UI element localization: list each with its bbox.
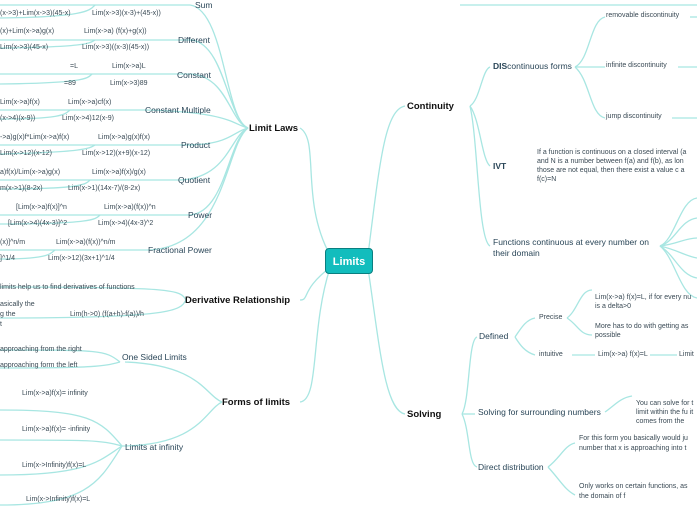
- law-quotient[interactable]: Quotient: [178, 175, 211, 185]
- constant-multiple-formula-left[interactable]: Lim(x->a)f(x): [0, 99, 40, 106]
- different-formula-left[interactable]: (x)+Lim(x->a)g(x): [0, 28, 55, 35]
- fractional-power-example-left[interactable]: ]^1/4: [0, 255, 15, 262]
- branch-continuity[interactable]: Continuity: [407, 101, 454, 112]
- precise-note[interactable]: More has to do with getting as possible: [595, 323, 689, 339]
- ivt-node[interactable]: IVT: [493, 161, 507, 171]
- direct-note[interactable]: Only works on certain functions, as the …: [579, 483, 688, 500]
- dis-prefix: DIS: [493, 61, 508, 71]
- branch-derivative-relationship[interactable]: Derivative Relationship: [185, 295, 291, 306]
- fractional-power-formula-left[interactable]: (x)]^n/m: [0, 239, 26, 246]
- product-example-left[interactable]: Lim(x->12)(x-12): [0, 150, 52, 157]
- constant-example-left[interactable]: =89: [64, 80, 76, 87]
- branch-forms-of-limits[interactable]: Forms of limits: [222, 397, 291, 408]
- product-example-right[interactable]: Lim(x->12)(x+9)(x-12): [82, 150, 151, 157]
- different-example-left[interactable]: Lim(x->3)(45-x): [0, 44, 49, 51]
- central-topic-limits[interactable]: Limits: [325, 248, 373, 274]
- quotient-formula-right[interactable]: Lim(x->a)f(x)/g(x): [92, 169, 146, 176]
- quotient-formula-left[interactable]: a)f(x)/Lim(x->a)g(x): [0, 169, 61, 176]
- sum-formula-right[interactable]: Lim(x->3)(x-3)+(45-x)): [92, 10, 161, 17]
- sum-formula-left[interactable]: (x->3)+Lim(x->3)(45-x): [0, 10, 71, 17]
- solving-surrounding-numbers[interactable]: Solving for surrounding numbers: [478, 407, 601, 417]
- constant-example-right[interactable]: Lim(x->3)89: [110, 80, 148, 87]
- one-sided-left[interactable]: approaching form the left: [0, 362, 78, 369]
- infinite-discontinuity[interactable]: infinite discontinuity: [606, 62, 667, 69]
- constant-multiple-example-left[interactable]: (x->4)(x-9)): [0, 115, 36, 122]
- derivative-note[interactable]: limits help us to find derivatives of fu…: [0, 284, 135, 291]
- constant-formula-right[interactable]: Lim(x->a)L: [112, 63, 146, 70]
- dis-suffix: continuous forms: [507, 61, 572, 71]
- law-sum[interactable]: Sum: [195, 0, 213, 10]
- fractional-power-example-right[interactable]: Lim(x->12)(3x+1)^1/4: [48, 255, 115, 262]
- infinity-form-4[interactable]: Lim(x->Infinity)f(x)=L: [26, 496, 91, 503]
- infinity-form-2[interactable]: Lim(x->a)f(x)= -infinity: [22, 426, 91, 433]
- surrounding-description[interactable]: You can solve for t limit within the fu …: [636, 400, 694, 425]
- derivative-fragment-1[interactable]: asically the: [0, 301, 35, 308]
- law-product[interactable]: Product: [181, 140, 211, 150]
- fractional-power-formula-right[interactable]: Lim(x->a)(f(x))^n/m: [56, 239, 116, 246]
- different-example-right[interactable]: Lim(x->3)((x-3)(45-x)): [82, 44, 150, 51]
- law-fractional-power[interactable]: Fractional Power: [148, 245, 212, 255]
- discontinuous-forms[interactable]: DIScontinuous forms: [493, 61, 572, 71]
- infinity-form-1[interactable]: Lim(x->a)f(x)= infinity: [22, 390, 88, 397]
- intuitive-definition[interactable]: Lim(x->a) f(x)=L: [598, 351, 648, 358]
- one-sided-right[interactable]: approaching from the right: [0, 346, 82, 353]
- power-formula-right[interactable]: Lim(x->a)(f(x))^n: [104, 204, 156, 211]
- power-formula-left[interactable]: [Lim(x->a)f(x)]^n: [16, 204, 67, 211]
- direct-description[interactable]: For this form you basically would ju num…: [579, 435, 688, 452]
- derivative-fragment-3[interactable]: t: [0, 321, 2, 328]
- jump-discontinuity[interactable]: jump discontinuity: [606, 113, 662, 120]
- law-power[interactable]: Power: [188, 210, 213, 220]
- branch-solving[interactable]: Solving: [407, 409, 442, 420]
- defined-precise[interactable]: Precise: [539, 314, 563, 321]
- constant-multiple-example-right[interactable]: Lim(x->4)12(x-9): [62, 115, 114, 122]
- law-constant[interactable]: Constant: [177, 70, 212, 80]
- derivative-fragment-2[interactable]: g the: [0, 311, 16, 318]
- intuitive-limit[interactable]: Limit: [679, 351, 694, 358]
- law-different[interactable]: Different: [178, 35, 210, 45]
- power-example-right[interactable]: Lim(x->4)(4x-3)^2: [98, 220, 154, 227]
- precise-definition[interactable]: Lim(x->a) f(x)=L, if for every nu is a d…: [595, 294, 692, 310]
- power-example-left[interactable]: [Lim(x->4)(4x-3)]^2: [8, 220, 68, 227]
- product-formula-right[interactable]: Lim(x->a)g(x)f(x): [98, 134, 150, 141]
- different-formula-right[interactable]: Lim(x->a) (f(x)+g(x)): [84, 28, 147, 35]
- ivt-description[interactable]: If a function is continuous on a closed …: [537, 149, 687, 183]
- solving-defined[interactable]: Defined: [479, 331, 509, 341]
- product-formula-left[interactable]: ->a)g(x)f*Lim(x->a)f(x): [0, 134, 70, 141]
- constant-formula-left[interactable]: =L: [70, 63, 78, 70]
- solving-direct-distribution[interactable]: Direct distribution: [478, 462, 544, 472]
- derivative-formula[interactable]: Lim(h->0) (f(a+h)-f(a))/h: [70, 311, 144, 318]
- branch-limit-laws[interactable]: Limit Laws: [249, 123, 299, 134]
- quotient-example-left[interactable]: m(x->1)(8-2x): [0, 185, 43, 192]
- defined-intuitive[interactable]: intuitive: [539, 351, 563, 358]
- continuous-on-domain[interactable]: Functions continuous at every number on …: [493, 237, 649, 258]
- infinity-form-3[interactable]: Lim(x->Infinity)f(x)=L: [22, 462, 87, 469]
- limits-at-infinity[interactable]: Limits at infinity: [125, 442, 184, 452]
- law-constant-multiple[interactable]: Constant Multiple: [145, 105, 211, 115]
- removable-discontinuity[interactable]: removable discontinuity: [606, 12, 680, 19]
- one-sided-limits[interactable]: One Sided Limits: [122, 352, 187, 362]
- constant-multiple-formula-right[interactable]: Lim(x->a)cf(x): [68, 99, 112, 106]
- quotient-example-right[interactable]: Lim(x->1)(14x-7)/(8-2x): [68, 185, 141, 192]
